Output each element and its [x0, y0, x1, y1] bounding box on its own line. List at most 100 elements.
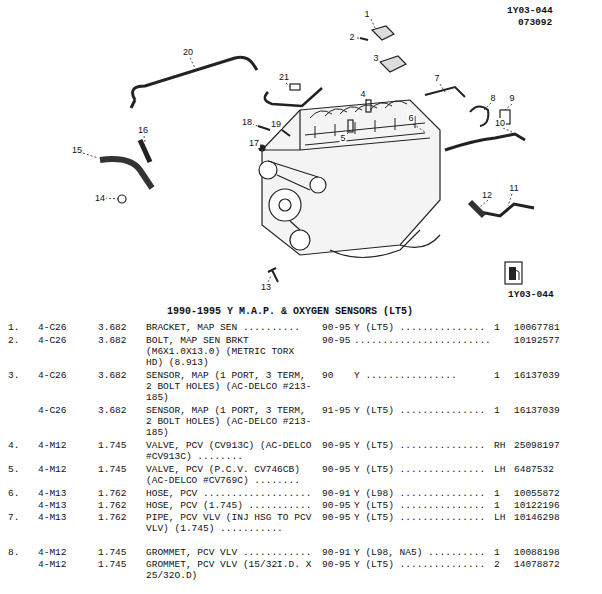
group-number: 1.745: [98, 464, 127, 475]
model-usage: Y ................: [354, 370, 457, 381]
quantity: LH: [494, 464, 505, 475]
item-number: 7.: [8, 512, 19, 523]
quantity: 1: [494, 488, 500, 499]
page-ref: 4-M13: [38, 512, 67, 523]
part-description: VALVE, PCV (P.C.V. CV746CB) (AC-DELCO #C…: [146, 464, 316, 486]
fitting: [290, 84, 300, 90]
group-number: 1.762: [98, 500, 127, 511]
page-ref: 4-C26: [38, 335, 67, 346]
quantity: 1: [494, 500, 500, 511]
oxygen-sensor-13: [268, 268, 278, 282]
item-number: 4.: [8, 440, 19, 451]
quantity: LH: [494, 512, 505, 523]
callout-number: 15: [71, 145, 83, 155]
model-years: 90-95: [322, 322, 351, 333]
hose-15: [100, 159, 152, 188]
model-years: 90-91: [322, 488, 351, 499]
part-number: 6487532: [514, 464, 554, 475]
pulley-hub: [279, 199, 291, 211]
part-number: 10055872: [514, 488, 560, 499]
fuel-icon: [505, 262, 522, 284]
item-number: 6.: [8, 488, 19, 499]
model-usage: Y (LT5) ...............: [354, 464, 485, 475]
page-ref: 4-M13: [38, 500, 67, 511]
model-usage: Y (LT5) ...............: [354, 512, 485, 523]
page-ref: 4-C26: [38, 370, 67, 381]
part-number: 16137039: [514, 370, 560, 381]
part-number: 10146298: [514, 512, 560, 523]
grommet-8: [470, 106, 488, 126]
pulley: [290, 230, 310, 250]
part-description: BOLT, MAP SEN BRKT (M6X1.0X13.0) (METRIC…: [146, 335, 316, 368]
model-years: 90-95: [322, 464, 351, 475]
callout-number: 6: [407, 113, 414, 123]
part-number: 16137039: [514, 405, 560, 416]
quantity: 1: [494, 322, 500, 333]
model-usage: Y (LT5) ...............: [354, 405, 485, 416]
item-number: 8.: [8, 547, 19, 558]
item-number: 3.: [8, 370, 19, 381]
group-number: 1.745: [98, 547, 127, 558]
part-number: 10088198: [514, 547, 560, 558]
leader-lines: [83, 19, 512, 282]
page-ref: 4-M12: [38, 559, 67, 570]
engine-edge: [262, 110, 430, 150]
quantity: 2: [494, 559, 500, 570]
callout-number: 20: [182, 47, 194, 57]
part-description: SENSOR, MAP (1 PORT, 3 TERM, 2 BOLT HOLE…: [146, 370, 316, 403]
group-number: 3.682: [98, 405, 127, 416]
figure-code: 1Y03-044: [508, 290, 554, 300]
page-ref: 4-C26: [38, 405, 67, 416]
belt: [268, 161, 318, 230]
grommet-14: [118, 195, 126, 203]
callout-number: 4: [359, 89, 366, 99]
bolt-2: [360, 38, 368, 40]
group-number: 1.762: [98, 488, 127, 499]
part-number: 10122196: [514, 500, 560, 511]
part-description: PIPE, PCV VLV (INJ HSG TO PCV VLV) (1.74…: [146, 512, 316, 534]
part-description: GROMMET, PCV VLV (15/32I.D. X 25/32O.D): [146, 559, 316, 581]
model-years: 90-95: [322, 440, 351, 451]
callout-number: 8: [489, 93, 496, 103]
callout-number: 17: [248, 138, 260, 148]
part-number: 25098197: [514, 440, 560, 451]
item-number: 1.: [8, 322, 19, 333]
callout-number: 11: [508, 183, 519, 193]
callout-number: 18: [241, 117, 253, 127]
group-number: 3.682: [98, 370, 127, 381]
model-usage: Y (LT5) ...............: [354, 440, 485, 451]
model-years: 90: [322, 370, 333, 381]
pulley: [269, 189, 301, 221]
group-number: 3.682: [98, 335, 127, 346]
callout-number: 21: [278, 72, 290, 82]
date-code: 073092: [518, 18, 552, 28]
callout-number: 5: [339, 133, 346, 143]
group-number: 3.682: [98, 322, 127, 333]
callout-number: 1: [363, 9, 370, 19]
model-years: 91-95: [322, 405, 351, 416]
model-usage: ........................: [354, 335, 491, 346]
part-number: 10067781: [514, 322, 560, 333]
page-ref: 4-C26: [38, 322, 67, 333]
pipe-10: [445, 134, 525, 150]
group-number: 1.745: [98, 440, 127, 451]
pipe-21: [265, 88, 322, 106]
callout-number: 13: [260, 282, 272, 292]
exhaust: [330, 230, 440, 258]
page-ref: 4-M12: [38, 464, 67, 475]
group-number: 1.762: [98, 512, 127, 523]
model-usage: Y (LT5) ...............: [354, 500, 485, 511]
part-description: HOSE, PCV ...................: [146, 488, 316, 499]
callout-number: 19: [270, 119, 282, 129]
callout-number: 12: [481, 190, 493, 200]
bracket-1: [372, 26, 394, 40]
map-sensor-3: [380, 56, 406, 72]
callout-number: 2: [348, 32, 355, 42]
part-description: GROMMET, PCV VLV ............: [146, 547, 316, 558]
callout-number: 7: [433, 73, 440, 83]
quantity: 1: [494, 547, 500, 558]
pcv-valve-5: [348, 120, 353, 132]
hose-20: [133, 57, 257, 100]
pulley: [259, 161, 277, 179]
engine-drawing: [100, 26, 534, 282]
